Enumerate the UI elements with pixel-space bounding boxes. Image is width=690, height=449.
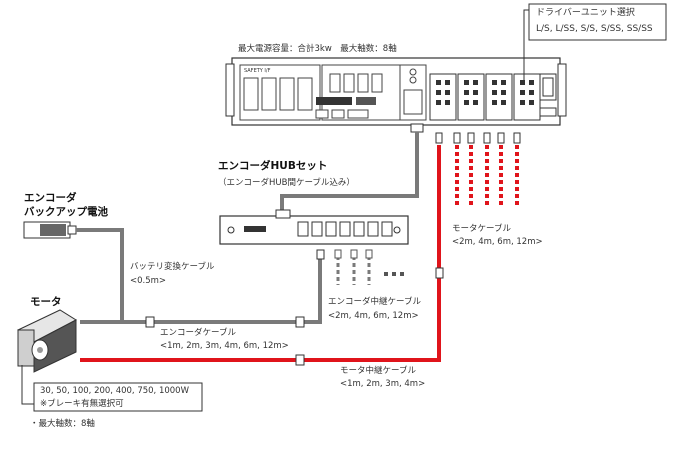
encoder-relay-cables	[334, 249, 404, 285]
encoder-relay-cable-lengths: <2m, 4m, 6m, 12m>	[328, 311, 419, 321]
driver-unit-title: ドライバーユニット選択	[536, 8, 635, 18]
encoder-hub-cable	[280, 132, 419, 214]
driver-unit-options: L/S, L/SS, S/S, S/SS, SS/SS	[536, 24, 653, 34]
driver-unit-leader	[523, 9, 529, 83]
controller-spec-label: 最大電源容量：合計3kw 最大軸数：8軸	[238, 44, 397, 54]
battery-cable-length: <0.5m>	[130, 276, 167, 286]
encoder-relay-cable-title: エンコーダ中継ケーブル	[328, 297, 421, 307]
motor-label: モータ	[30, 296, 62, 308]
controller-unit	[225, 57, 567, 133]
encoder-hub	[219, 209, 409, 245]
encoder-cable-title: エンコーダケーブル	[160, 328, 236, 338]
encoder-cable-run	[80, 249, 325, 328]
motor-cable-run	[80, 148, 444, 366]
motor-wattages: 30, 50, 100, 200, 400, 750, 1000W	[40, 386, 189, 396]
motor-relay-cable-title: モータ中継ケーブル	[340, 366, 416, 376]
motor-relay-cable-lengths: <1m, 2m, 3m, 4m>	[340, 379, 426, 389]
battery-label-line1: エンコーダ	[24, 192, 77, 204]
encoder-hub-subtitle: （エンコーダHUB間ケーブル込み）	[218, 178, 355, 188]
battery-label-line2: バックアップ電池	[24, 206, 108, 218]
battery-cable-title: バッテリ変換ケーブル	[130, 262, 215, 272]
encoder-hub-title: エンコーダHUBセット	[218, 160, 328, 172]
encoder-cable-lengths: <1m, 2m, 3m, 4m, 6m, 12m>	[160, 341, 289, 351]
motor-illustration	[17, 309, 78, 373]
motor-spec-box	[33, 382, 203, 412]
motor-spec-leader	[21, 365, 34, 405]
motor-cable-title: モータケーブル	[452, 224, 511, 234]
motor-cable-connectors	[435, 132, 521, 206]
driver-unit-callout-box	[528, 3, 667, 41]
controller-tiny-label: SAFETY I/F	[244, 68, 271, 74]
battery-conversion-cable	[76, 228, 124, 322]
motor-cable-lengths: <2m, 4m, 6m, 12m>	[452, 237, 543, 247]
motor-brake-note: ※ブレーキ有無選択可	[40, 399, 124, 409]
backup-battery	[23, 221, 77, 239]
footer-note: ・最大軸数：8軸	[30, 419, 95, 429]
